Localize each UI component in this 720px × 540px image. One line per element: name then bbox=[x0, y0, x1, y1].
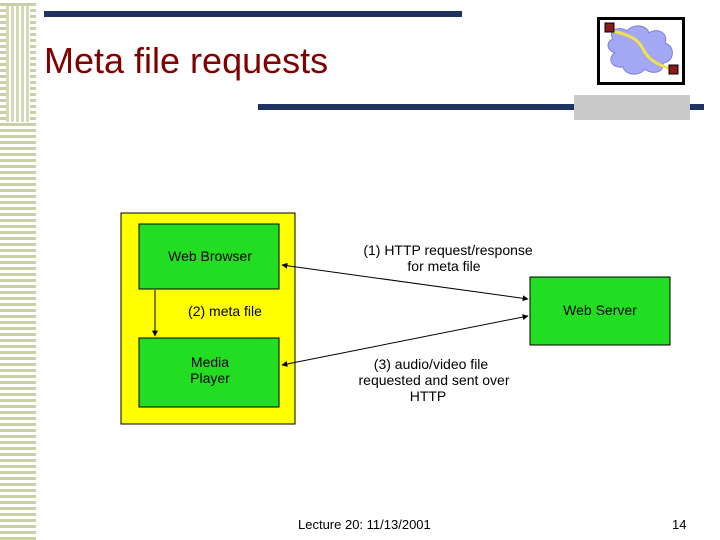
network-cloud-icon bbox=[597, 17, 685, 85]
web-browser-node bbox=[138, 223, 280, 290]
meta-file-request-arrow bbox=[281, 262, 529, 302]
slide-title: Meta file requests bbox=[44, 40, 329, 81]
web-server-label: Web Server bbox=[563, 302, 637, 318]
left-decorative-strip-top bbox=[6, 6, 30, 122]
step3-label-line1: (3) audio/video file bbox=[374, 356, 489, 372]
step1-label-line1: (1) HTTP request/response bbox=[363, 242, 533, 258]
step1-label-line2: for meta file bbox=[407, 258, 480, 274]
gray-accent-block bbox=[574, 95, 690, 120]
step3-label-line2: requested and sent over bbox=[359, 372, 510, 388]
page-number: 14 bbox=[672, 517, 687, 532]
web-server-node bbox=[529, 276, 671, 346]
media-player-label-line2: Player bbox=[190, 370, 230, 386]
media-player-label-line1: Media bbox=[191, 354, 229, 370]
middle-accent-bar bbox=[258, 104, 704, 110]
top-accent-bar bbox=[44, 11, 462, 17]
web-browser-label: Web Browser bbox=[168, 248, 252, 264]
lecture-footer: Lecture 20: 11/13/2001 bbox=[298, 517, 431, 532]
step2-label: (2) meta file bbox=[188, 303, 262, 319]
step3-label-line3: HTTP bbox=[410, 388, 447, 404]
media-player-node bbox=[138, 337, 280, 408]
audio-video-stream-arrow bbox=[281, 314, 529, 367]
